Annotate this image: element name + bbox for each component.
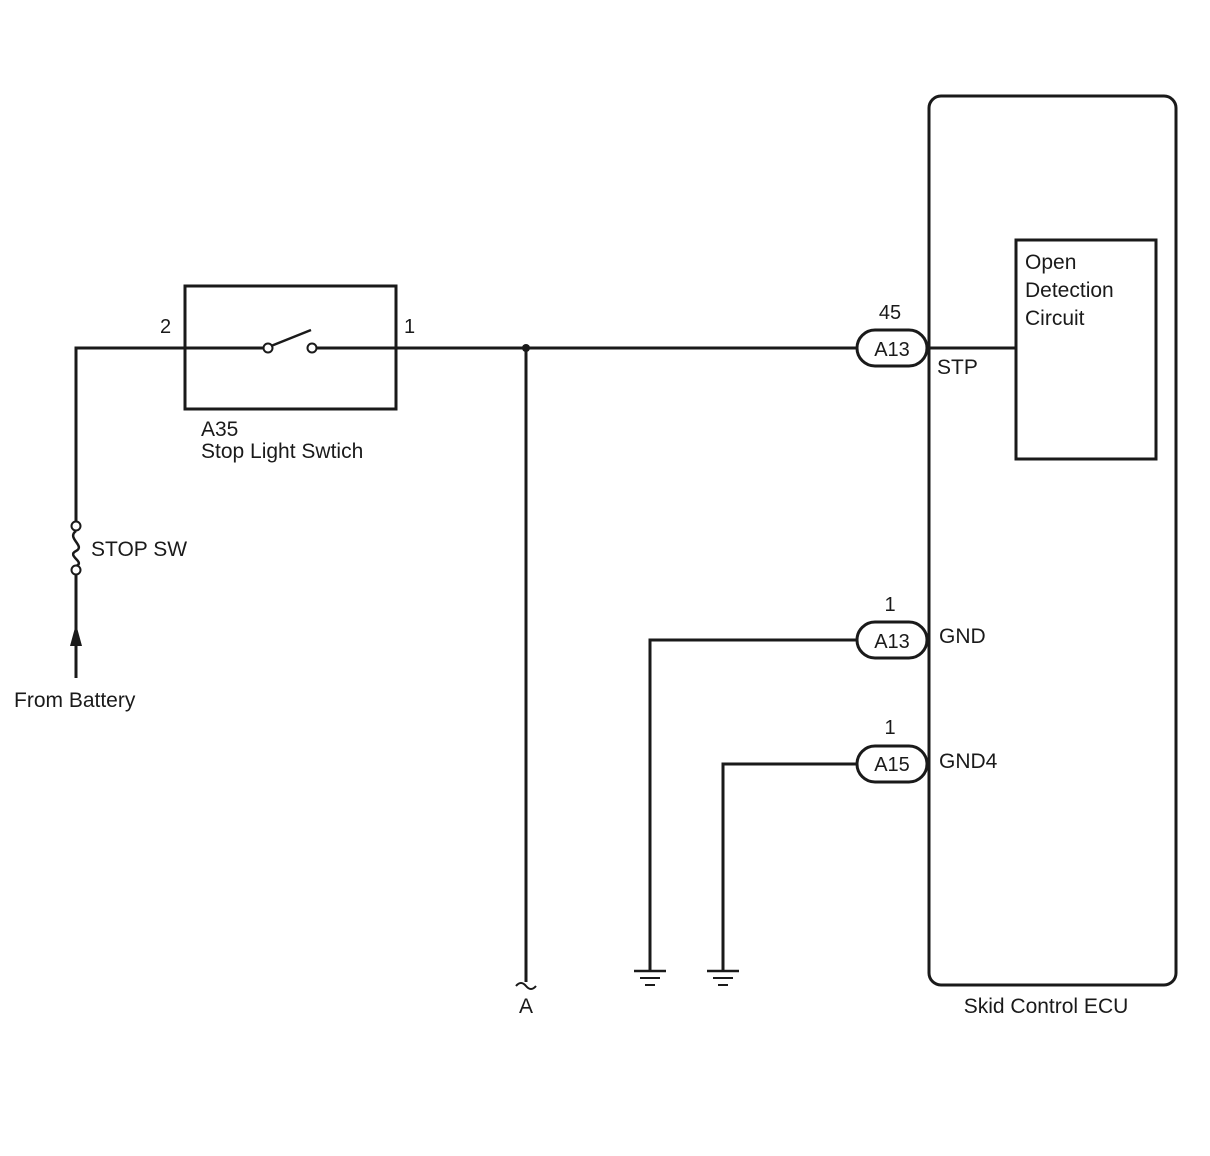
- arrow-up-icon: [70, 624, 82, 646]
- switch-blade-icon: [270, 328, 312, 348]
- fuse-terminal-bottom: [70, 564, 82, 576]
- switch-pin-right: 1: [404, 316, 415, 338]
- branch-a: A: [515, 348, 537, 1018]
- signal-label: GND: [939, 625, 986, 648]
- pin-number: 1: [884, 594, 895, 616]
- pin-number: 45: [879, 302, 901, 324]
- connector-label: A13: [874, 631, 910, 653]
- inner-line-3: Circuit: [1025, 307, 1085, 330]
- terminal-gnd4: A15 1 GND4: [707, 717, 998, 986]
- fuse-label: STOP SW: [91, 538, 187, 561]
- signal-label: STP: [937, 356, 978, 379]
- fuse-icon: [71, 529, 81, 568]
- switch-contact-right: [306, 342, 318, 354]
- fuse-symbol: STOP SW: [70, 520, 187, 576]
- ecu-name: Skid Control ECU: [964, 995, 1129, 1018]
- connector-a15-gnd4: [855, 744, 929, 784]
- connector-label: A13: [874, 339, 910, 361]
- battery-label: From Battery: [14, 689, 136, 712]
- switch-name: Stop Light Swtich: [201, 440, 363, 463]
- wire-break-icon: [515, 982, 537, 990]
- switch-code: A35: [201, 418, 238, 441]
- connector-a13-stp: [855, 328, 929, 368]
- switch-pin-left: 2: [160, 316, 171, 338]
- inner-line-2: Detection: [1025, 279, 1114, 302]
- wire-gnd: [648, 638, 858, 970]
- ecu-box: [927, 94, 1178, 987]
- pin-number: 1: [884, 717, 895, 739]
- stop-light-switch: 2 1 A35 Stop Light Swtich: [160, 284, 415, 463]
- battery-feed: From Battery: [14, 348, 136, 712]
- switch-contact-left: [262, 342, 274, 354]
- wire-gnd4: [721, 762, 858, 970]
- open-detection-circuit: Open Detection Circuit: [1014, 238, 1158, 461]
- terminal-stp: A13 45 STP: [855, 302, 1016, 379]
- connector-label: A15: [874, 754, 910, 776]
- inner-line-1: Open: [1025, 251, 1076, 274]
- terminal-gnd: A13 1 GND: [634, 594, 986, 986]
- signal-label: GND4: [939, 750, 998, 773]
- fuse-terminal-top: [70, 520, 82, 532]
- connector-a13-gnd: [855, 620, 929, 660]
- junction-label: A: [519, 995, 533, 1018]
